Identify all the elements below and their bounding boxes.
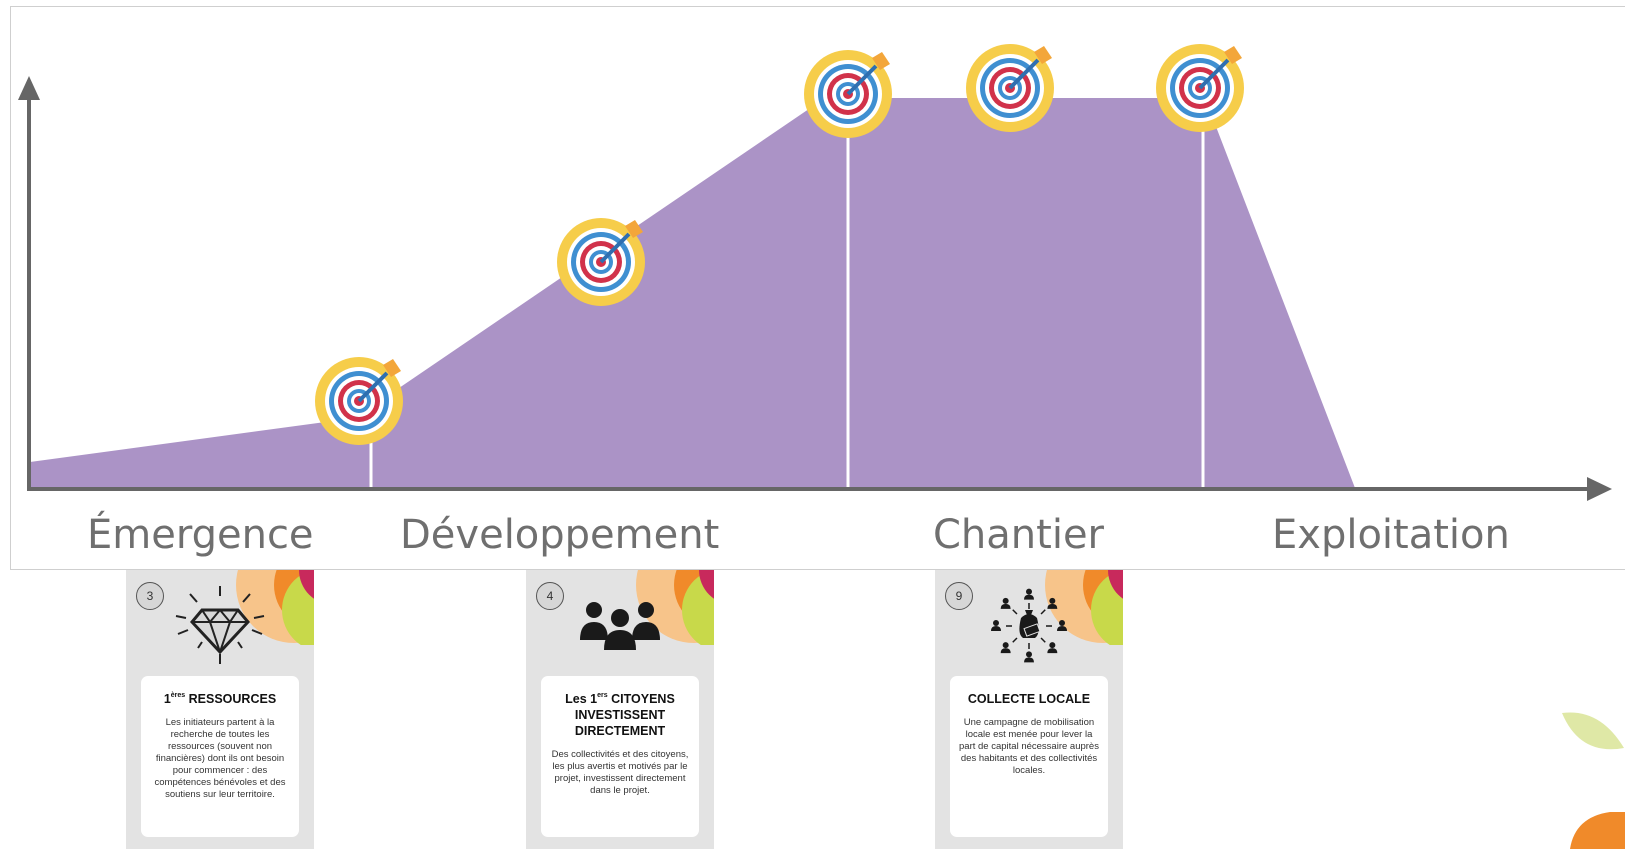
corner-decoration (1045, 570, 1123, 645)
card-title: 1ères RESSOURCES (163, 692, 277, 706)
petal-decoration (1570, 812, 1625, 849)
phase-label-chantier: Chantier (933, 512, 1105, 558)
phase-label-emergence: Émergence (87, 510, 314, 558)
y-axis-arrow (18, 76, 40, 100)
card-panel: Les 1ers CITOYENS INVESTISSENT DIRECTEME… (541, 676, 699, 837)
card-body: Les initiateurs partent à la recherche d… (154, 717, 286, 800)
card-body: Une campagne de mobilisation locale est … (959, 717, 1099, 776)
corner-decoration (636, 570, 714, 645)
target-arrow-icon (315, 357, 403, 445)
target-arrow-icon (966, 44, 1054, 132)
phase-label-exploitation: Exploitation (1272, 512, 1510, 558)
card-panel: COLLECTE LOCALE Une campagne de mobilisa… (950, 676, 1108, 837)
card-number: 4 (536, 582, 564, 610)
money-bag-network-icon (991, 588, 1067, 663)
people-group-icon (580, 602, 660, 650)
card-title: Les 1ers CITOYENS INVESTISSENT DIRECTEME… (565, 692, 675, 738)
card-number: 9 (945, 582, 973, 610)
corner-decoration (236, 570, 314, 645)
leaf-decoration (1562, 712, 1624, 750)
x-axis-arrow (1587, 477, 1612, 501)
card-collecte-locale: 9 COLLECTE LOCALE Une campagne de mobili… (935, 570, 1123, 849)
card-title: COLLECTE LOCALE (967, 692, 1091, 706)
project-lifecycle-diagram: Émergence Développement Chantier Exploit… (18, 44, 1612, 558)
card-citoyens: 4 Les 1ers CITOYENS INVESTISSENT DIRECTE… (526, 570, 714, 849)
diamond-icon (175, 586, 265, 664)
card-ressources: 3 1ères RESSOURCES Les initiateurs parte… (126, 570, 314, 849)
card-number: 3 (136, 582, 164, 610)
target-arrow-icon (557, 218, 645, 306)
target-arrow-icon (804, 50, 892, 138)
lifecycle-area (30, 98, 1355, 488)
card-panel: 1ères RESSOURCES Les initiateurs partent… (141, 676, 299, 837)
phase-label-developpement: Développement (400, 512, 719, 558)
card-body: Des collectivités et des citoyens, les p… (551, 749, 689, 796)
target-arrow-icon (1156, 44, 1244, 132)
diagram-frame (10, 6, 1625, 570)
